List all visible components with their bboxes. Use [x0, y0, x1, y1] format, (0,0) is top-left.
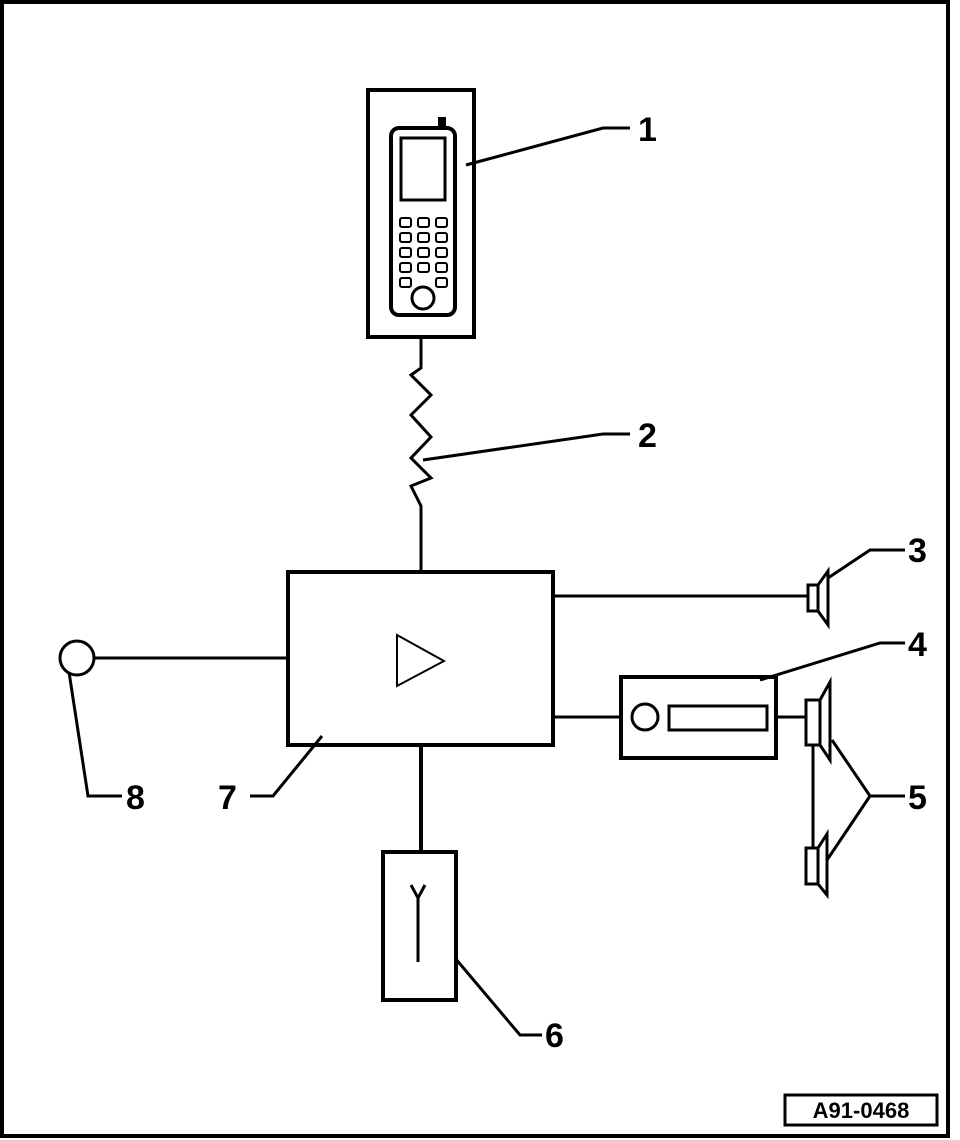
- handset-keypad: [399, 217, 448, 288]
- reference-code-box: A91-0468: [783, 1093, 939, 1127]
- leader-lines: [67, 126, 905, 1037]
- callout-6: 6: [545, 1017, 564, 1055]
- callout-2: 2: [638, 417, 657, 455]
- callout-1: 1: [638, 111, 657, 149]
- speaker-5-upper: [804, 676, 832, 765]
- handset-display: [399, 136, 447, 202]
- radio-knob: [630, 702, 660, 732]
- handset-antenna: [438, 117, 446, 129]
- callout-3: 3: [908, 532, 927, 570]
- speaker-3: [806, 566, 830, 630]
- callout-4: 4: [908, 626, 927, 664]
- control-unit: [286, 570, 555, 747]
- reference-code: A91-0468: [813, 1098, 910, 1123]
- antenna-symbol: [409, 884, 427, 902]
- radio-body: [619, 675, 778, 760]
- phone-cradle: [366, 88, 476, 339]
- handset-body: [389, 126, 457, 317]
- handset-nav-button: [410, 285, 436, 311]
- spiral-cable: [408, 337, 434, 572]
- antenna-module-box: [381, 850, 458, 1002]
- control-unit-box: [286, 570, 555, 747]
- callout-8: 8: [126, 779, 145, 817]
- amplifier-triangle: [396, 633, 447, 688]
- callout-5: 5: [908, 779, 927, 817]
- callout-7: 7: [218, 779, 237, 817]
- radio-display: [667, 704, 769, 732]
- microphone: [58, 639, 96, 677]
- antenna-module: [381, 850, 458, 1002]
- radio-unit: [619, 675, 778, 760]
- speaker-5-lower: [804, 828, 829, 900]
